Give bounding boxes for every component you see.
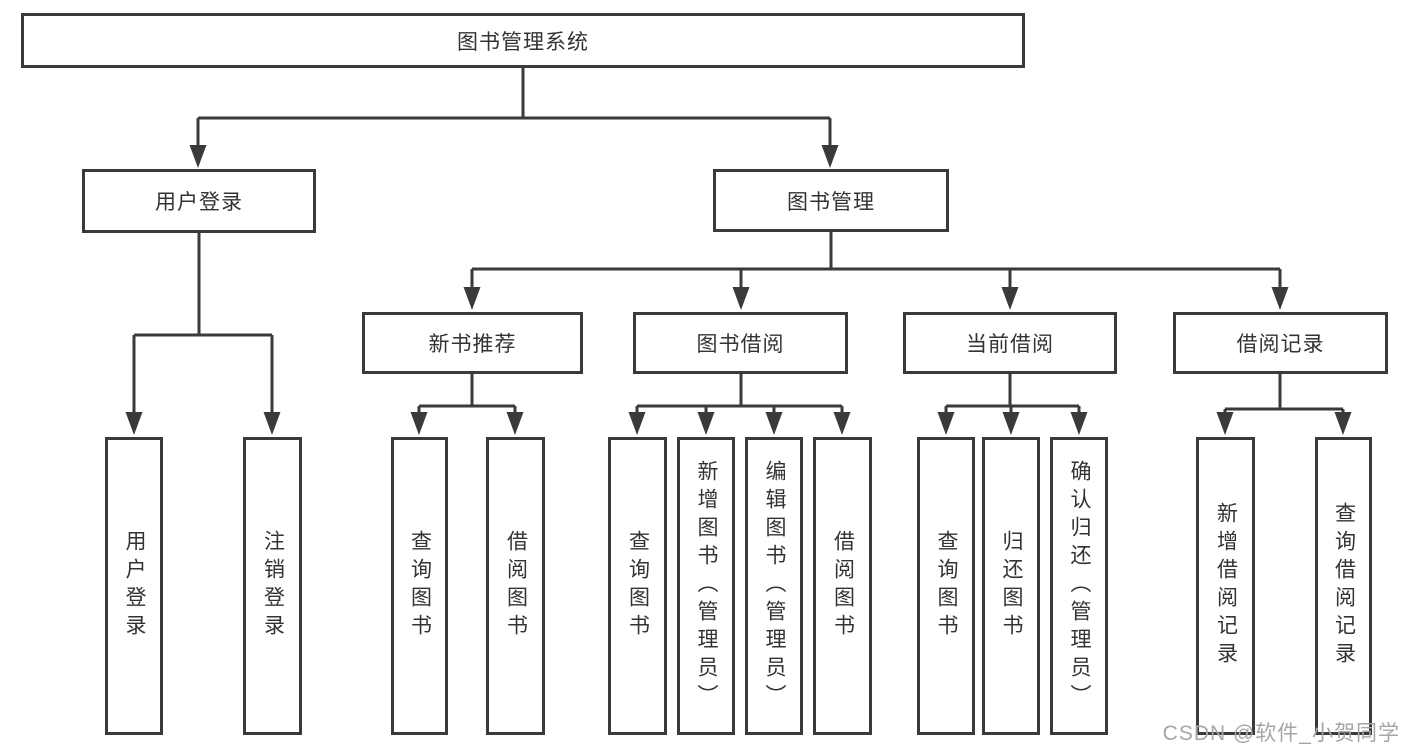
leaf-borrow-books-borrowing: 借阅图书 [813,437,872,735]
leaf-query-books-current: 查询图书 [917,437,975,735]
arrowhead [765,412,783,435]
leaf-add-books-admin: 新增图书（管理员） [677,437,735,735]
leaf-add-borrow-record: 新增借阅记录 [1196,437,1255,735]
leaf-logout: 注销登录 [243,437,302,735]
arrowhead [697,412,715,435]
arrowhead [1334,412,1352,435]
node-new-book-recommendation: 新书推荐 [362,312,583,374]
arrowhead [821,145,839,168]
node-current-borrowing: 当前借阅 [903,312,1117,374]
connector-lines [132,68,1345,415]
arrowhead [1216,412,1234,435]
arrowhead [937,412,955,435]
arrowhead [1002,412,1020,435]
node-book-borrowing: 图书借阅 [633,312,848,374]
node-root: 图书管理系统 [21,13,1025,68]
connector-borrow-records-children [1223,374,1345,415]
arrowhead [1001,287,1019,310]
connector-book-borrow-children [635,374,844,414]
arrowhead [732,287,750,310]
leaf-query-borrow-record: 查询借阅记录 [1315,437,1372,735]
leaf-query-books-recommend: 查询图书 [391,437,448,735]
connector-root-to-level2 [196,68,832,146]
node-user-login: 用户登录 [82,169,316,233]
leaf-return-books: 归还图书 [982,437,1040,735]
arrowhead [463,287,481,310]
arrowhead [1070,412,1088,435]
node-borrowing-records: 借阅记录 [1173,312,1388,374]
arrowhead [410,412,428,435]
leaf-edit-books-admin: 编辑图书（管理员） [745,437,803,735]
leaf-confirm-return-admin: 确认归还（管理员） [1050,437,1108,735]
arrowhead [189,145,207,168]
connector-book-mgmt-to-level3 [470,232,1282,289]
arrowhead [506,412,524,435]
leaf-user-login: 用户登录 [105,437,163,735]
arrowhead [263,412,281,435]
connector-new-book-children [417,374,517,414]
arrowhead [833,412,851,435]
connector-current-borrow-children [944,374,1081,414]
node-book-management: 图书管理 [713,169,949,232]
leaf-borrow-books-recommend: 借阅图书 [486,437,545,735]
arrowhead [628,412,646,435]
leaf-query-books-borrowing: 查询图书 [608,437,667,735]
arrowhead [125,412,143,435]
watermark: CSDN @软件_小贺同学 [1162,722,1400,745]
connector-user-login-children [132,233,274,414]
arrowheads [125,145,1352,435]
arrowhead [1271,287,1289,310]
